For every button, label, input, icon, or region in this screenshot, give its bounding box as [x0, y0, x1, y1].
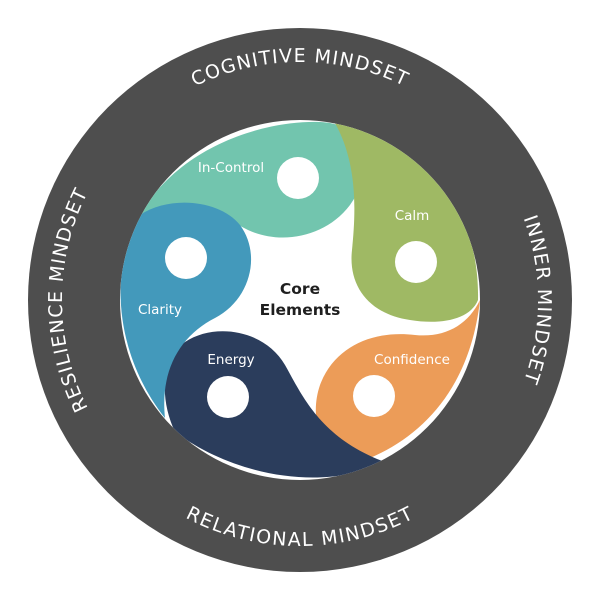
petal-energy [164, 331, 385, 478]
petal-hole-energy [207, 376, 249, 418]
segment-label-energy: Energy [207, 352, 254, 368]
core-label-line1: Core [280, 280, 320, 298]
petal-calm [332, 120, 479, 322]
petal-hole-in-control [277, 157, 319, 199]
petal-clarity [120, 202, 252, 418]
petal-hole-confidence [353, 375, 395, 417]
segment-label-calm: Calm [395, 208, 430, 224]
petal-hole-calm [395, 241, 437, 283]
segment-label-in-control: In-Control [198, 160, 264, 176]
segment-label-clarity: Clarity [138, 302, 182, 318]
core-label-line2: Elements [260, 301, 341, 319]
segment-label-confidence: Confidence [374, 352, 450, 368]
petal-hole-clarity [165, 237, 207, 279]
petal-confidence [315, 300, 480, 462]
petal-group [120, 120, 480, 478]
